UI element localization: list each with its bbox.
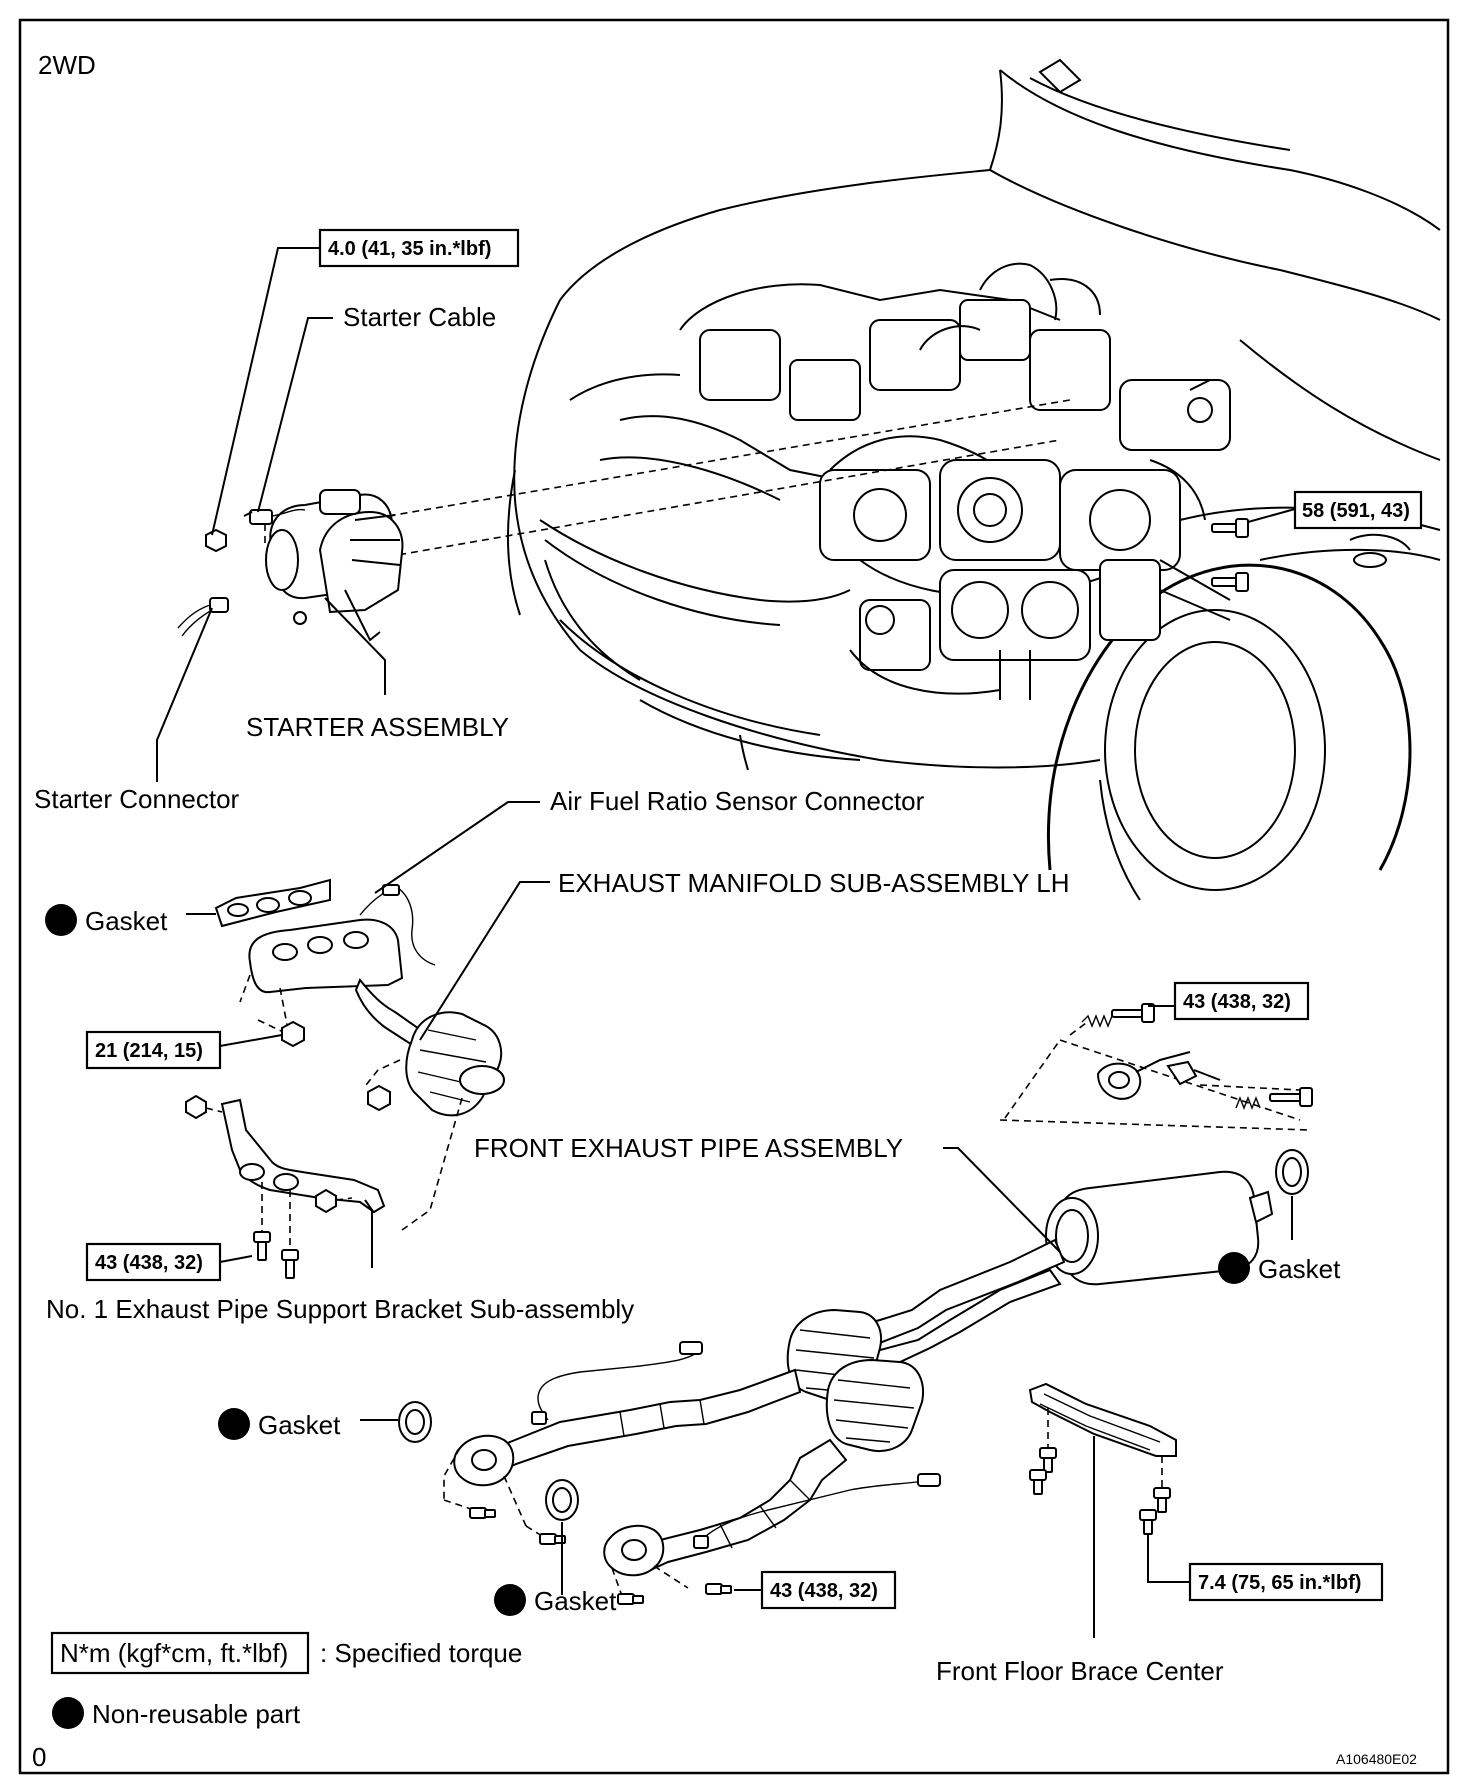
nonreusable-dot-pipe-gasket-lower (494, 1584, 526, 1616)
legend-nonreusable-desc: Non-reusable part (92, 1699, 301, 1729)
manifold-group (214, 878, 505, 1231)
legend-nonreusable-dot (52, 1697, 84, 1729)
label-gasket-muffler: Gasket (1258, 1254, 1341, 1284)
torque-starter-nut-text: 4.0 (41, 35 in.*lbf) (328, 238, 491, 260)
label-front-floor-brace: Front Floor Brace Center (936, 1656, 1224, 1686)
torque-starter-nut: 4.0 (41, 35 in.*lbf) (318, 228, 520, 268)
variant-label: 2WD (38, 50, 96, 80)
support-bracket-group (185, 1094, 386, 1279)
page-marker: 0 (32, 1742, 46, 1772)
legend-torque-desc: : Specified torque (320, 1638, 522, 1668)
torque-bracket-bolt: 43 (438, 32) (85, 1242, 222, 1282)
manifold-nut (281, 1020, 305, 1048)
nonreusable-dot-muffler-gasket (1218, 1252, 1250, 1284)
torque-pipe-bolt-text: 43 (438, 32) (770, 1580, 878, 1602)
torque-bracket-bolt-text: 43 (438, 32) (95, 1252, 203, 1274)
floor-brace-group (1028, 1382, 1177, 1535)
front-exhaust-pipe-group (398, 1003, 1313, 1605)
torque-hanger-bolt-text: 43 (438, 32) (1183, 991, 1291, 1013)
label-front-exhaust-pipe: FRONT EXHAUST PIPE ASSEMBLY (474, 1133, 903, 1163)
label-support-bracket: No. 1 Exhaust Pipe Support Bracket Sub-a… (46, 1294, 634, 1324)
starter-bolt-upper (1211, 518, 1249, 538)
nonreusable-dot-pipe-gasket-upper (218, 1408, 250, 1440)
page-frame (18, 18, 1450, 1775)
legend-torque-unit: N*m (kgf*cm, ft.*lbf) (60, 1638, 288, 1668)
label-starter-connector: Starter Connector (34, 784, 240, 814)
torque-manifold-nut-text: 21 (214, 15) (95, 1040, 203, 1062)
torque-pipe-bolt: 43 (438, 32) (760, 1570, 897, 1610)
torque-hanger-bolt: 43 (438, 32) (1173, 981, 1310, 1021)
starter-group (177, 399, 1249, 642)
label-gasket-pipe-upper: Gasket (258, 1410, 341, 1440)
label-gasket-pipe-lower: Gasket (534, 1586, 617, 1616)
starter-bolt-lower (1211, 572, 1249, 592)
legend-torque-box (50, 1631, 310, 1675)
torque-brace-bolt-text: 7.4 (75, 65 in.*lbf) (1198, 1572, 1361, 1594)
nonreusable-dot-manifold-gasket (45, 904, 77, 936)
torque-brace-bolt: 7.4 (75, 65 in.*lbf) (1188, 1562, 1384, 1602)
torque-manifold-nut: 21 (214, 15) (85, 1030, 222, 1070)
torque-starter-bolt-text: 58 (591, 43) (1302, 500, 1410, 522)
label-starter-cable: Starter Cable (343, 302, 496, 332)
legend: N*m (kgf*cm, ft.*lbf) : Specified torque… (50, 1631, 522, 1729)
label-af-sensor-connector: Air Fuel Ratio Sensor Connector (550, 786, 925, 816)
manifold-nut-2 (367, 1084, 391, 1112)
label-exhaust-manifold: EXHAUST MANIFOLD SUB-ASSEMBLY LH (558, 868, 1069, 898)
label-starter-assembly: STARTER ASSEMBLY (246, 712, 509, 742)
figure-code: A106480E02 (1336, 1751, 1417, 1767)
label-gasket-manifold: Gasket (85, 906, 168, 936)
vehicle-engine-bay (507, 58, 1441, 901)
starter-nut (205, 528, 227, 553)
torque-starter-bolt: 58 (591, 43) (1293, 490, 1423, 530)
